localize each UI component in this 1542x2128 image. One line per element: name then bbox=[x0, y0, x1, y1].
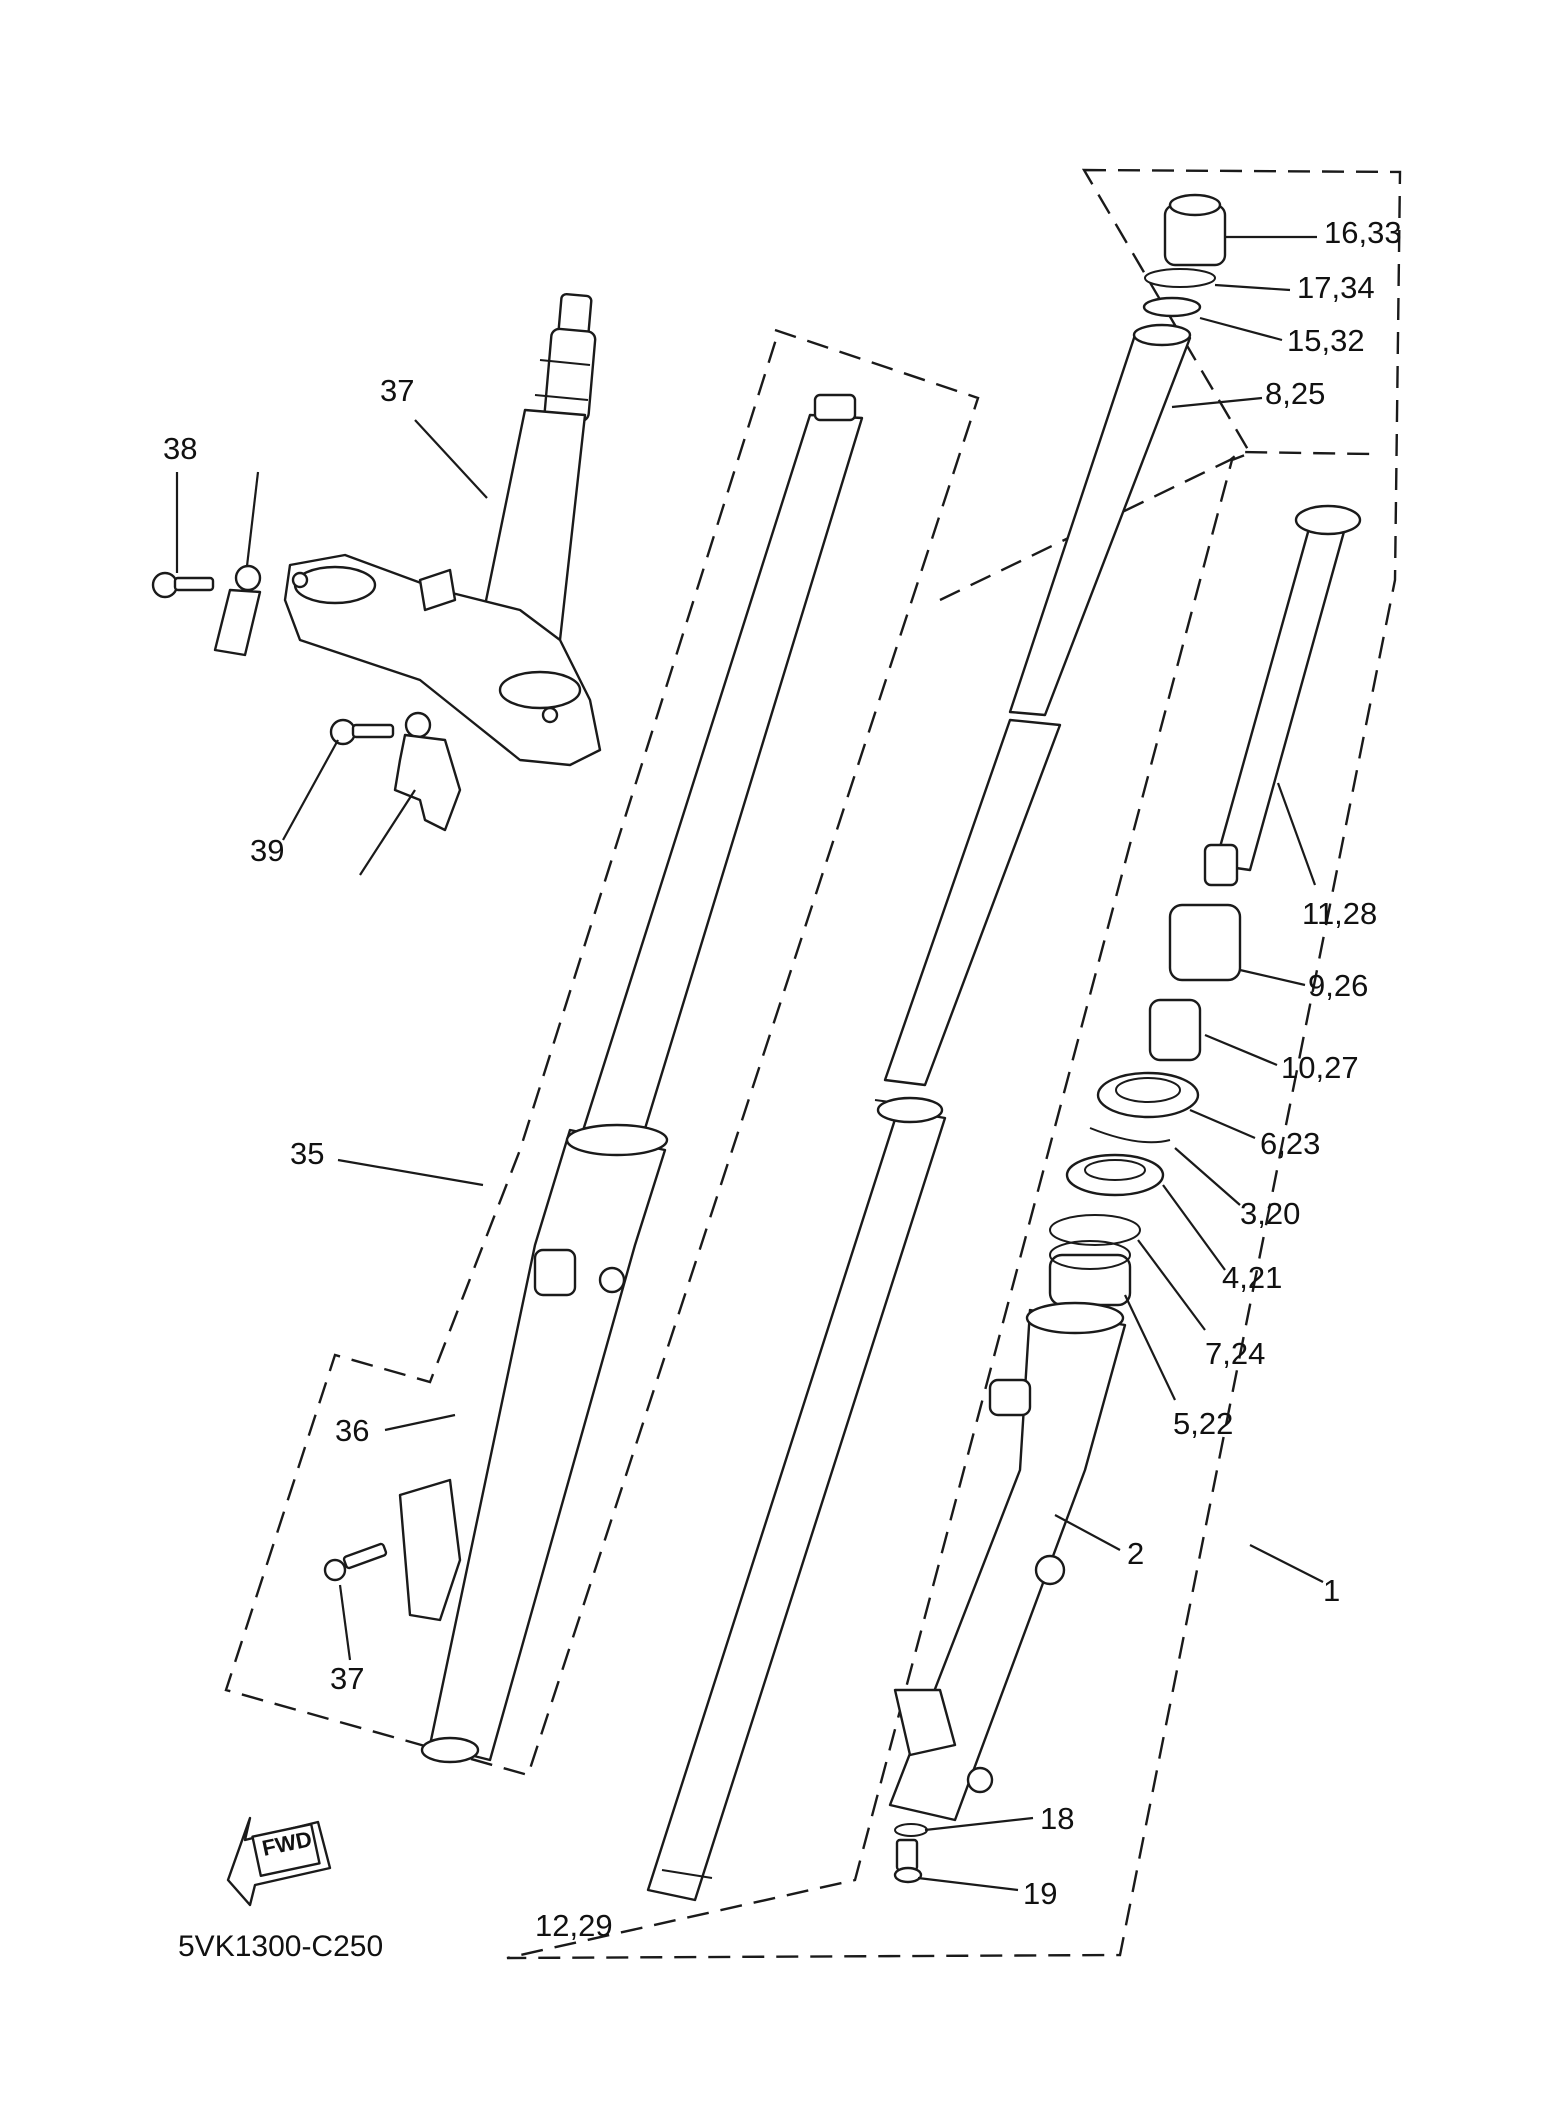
assembly-boundary-18 bbox=[224, 328, 980, 1777]
fwd-arrow-icon bbox=[226, 1816, 332, 1907]
bracket-39 bbox=[213, 564, 262, 657]
under-bracket bbox=[283, 553, 602, 767]
diagram-code: 5VK1300-C250 bbox=[178, 1930, 384, 1963]
bushing-5 bbox=[1048, 1240, 1132, 1307]
bushing-9 bbox=[1168, 903, 1242, 982]
cap-bolt bbox=[1163, 193, 1227, 267]
leader-lines bbox=[175, 235, 1324, 1892]
seal-4 bbox=[1065, 1153, 1165, 1197]
left-fork-inner-tube bbox=[578, 393, 864, 1147]
ring-7 bbox=[1049, 1214, 1141, 1246]
callout-2: 2 bbox=[1127, 1536, 1145, 1571]
bolt-17 bbox=[893, 1838, 923, 1884]
right-inner-tube bbox=[883, 323, 1192, 1087]
damper-rod bbox=[646, 1096, 947, 1902]
left-fork-outer-tube bbox=[398, 1123, 669, 1764]
callout-36: 37 bbox=[380, 373, 415, 408]
callout-12: 12,29 bbox=[535, 1908, 613, 1943]
bolt-37-upper bbox=[151, 571, 215, 599]
fork-spring bbox=[1203, 504, 1362, 887]
callout-5: 5,22 bbox=[1173, 1406, 1234, 1441]
callout-14: 16,33 bbox=[1324, 215, 1402, 250]
callout-15: 17,34 bbox=[1297, 270, 1375, 305]
callout-37-lower: 39 bbox=[250, 833, 285, 868]
bolt-37-lower bbox=[329, 718, 395, 746]
bolt-35 bbox=[323, 1542, 388, 1582]
clip-3 bbox=[1089, 1127, 1171, 1144]
callout-9: 9,26 bbox=[1308, 968, 1369, 1003]
callout-13: 15,32 bbox=[1287, 323, 1365, 358]
o-ring bbox=[1144, 268, 1216, 288]
bushing-10 bbox=[1148, 998, 1202, 1062]
washer-16 bbox=[894, 1823, 928, 1837]
callout-1: 1 bbox=[1323, 1573, 1341, 1608]
callout-37-upper: 38 bbox=[163, 431, 198, 466]
callout-35: 37 bbox=[330, 1661, 365, 1696]
seal-6 bbox=[1096, 1071, 1200, 1119]
bracket-38 bbox=[393, 711, 462, 832]
assembly-boundary-1 bbox=[506, 168, 1402, 1960]
callout-11: 11,28 bbox=[1302, 896, 1378, 931]
callout-10: 10,27 bbox=[1281, 1050, 1359, 1085]
callout-4: 4,21 bbox=[1222, 1260, 1283, 1295]
callout-7: 7,24 bbox=[1205, 1336, 1266, 1371]
callout-17: 19 bbox=[1023, 1876, 1058, 1911]
washer bbox=[1142, 296, 1202, 318]
callout-8: 8,25 bbox=[1265, 376, 1326, 411]
callout-16: 18 bbox=[1040, 1801, 1075, 1836]
callout-3: 3,20 bbox=[1240, 1196, 1301, 1231]
steering-stem bbox=[478, 292, 597, 642]
callout-6: 6,23 bbox=[1260, 1126, 1321, 1161]
callout-18: 35 bbox=[290, 1136, 325, 1171]
callout-19: 36 bbox=[335, 1413, 370, 1448]
right-outer-tube bbox=[888, 1301, 1127, 1822]
